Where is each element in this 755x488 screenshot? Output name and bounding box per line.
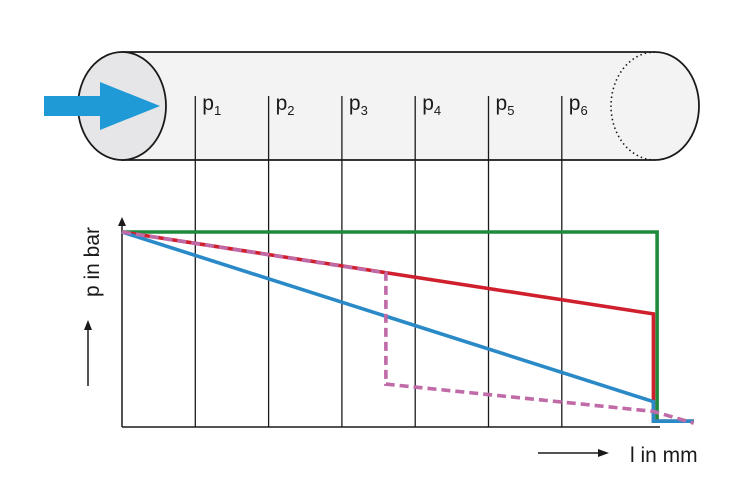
- series-line-purple: [121, 230, 695, 425]
- probe-index: 6: [580, 103, 587, 118]
- probe-label-5: p5: [496, 92, 515, 118]
- y-direction-arrowhead: [84, 320, 92, 330]
- probe-label-4: p4: [422, 92, 441, 118]
- pipe-body: [121, 51, 700, 161]
- flow-arrow-icon: [44, 82, 160, 130]
- x-axis-label: l in mm: [630, 444, 698, 467]
- probe-index: 1: [214, 103, 221, 118]
- x-direction-arrowhead: [598, 449, 609, 457]
- probe-letter: p: [496, 92, 508, 115]
- probe-label-1: p1: [202, 92, 221, 118]
- probe-label-6: p6: [569, 92, 588, 118]
- pipe-outlet-hidden-edge: [610, 51, 656, 161]
- probe-letter: p: [569, 92, 581, 115]
- probe-index: 4: [434, 103, 441, 118]
- probe-label-3: p3: [349, 92, 368, 118]
- probe-letter: p: [202, 92, 214, 115]
- y-axis-label: p in bar: [81, 227, 104, 297]
- series-line-blue: [121, 230, 694, 423]
- probe-label-2: p2: [276, 92, 295, 118]
- probe-letter: p: [276, 92, 288, 115]
- probe-index: 5: [507, 103, 514, 118]
- chart-axes: [118, 217, 660, 428]
- pipe: [77, 51, 700, 161]
- y-axis-arrowhead: [118, 217, 126, 226]
- probe-index: 3: [361, 103, 368, 118]
- probe-letter: p: [422, 92, 434, 115]
- probe-index: 2: [287, 103, 294, 118]
- chart-series: [121, 230, 695, 425]
- probe-letter: p: [349, 92, 361, 115]
